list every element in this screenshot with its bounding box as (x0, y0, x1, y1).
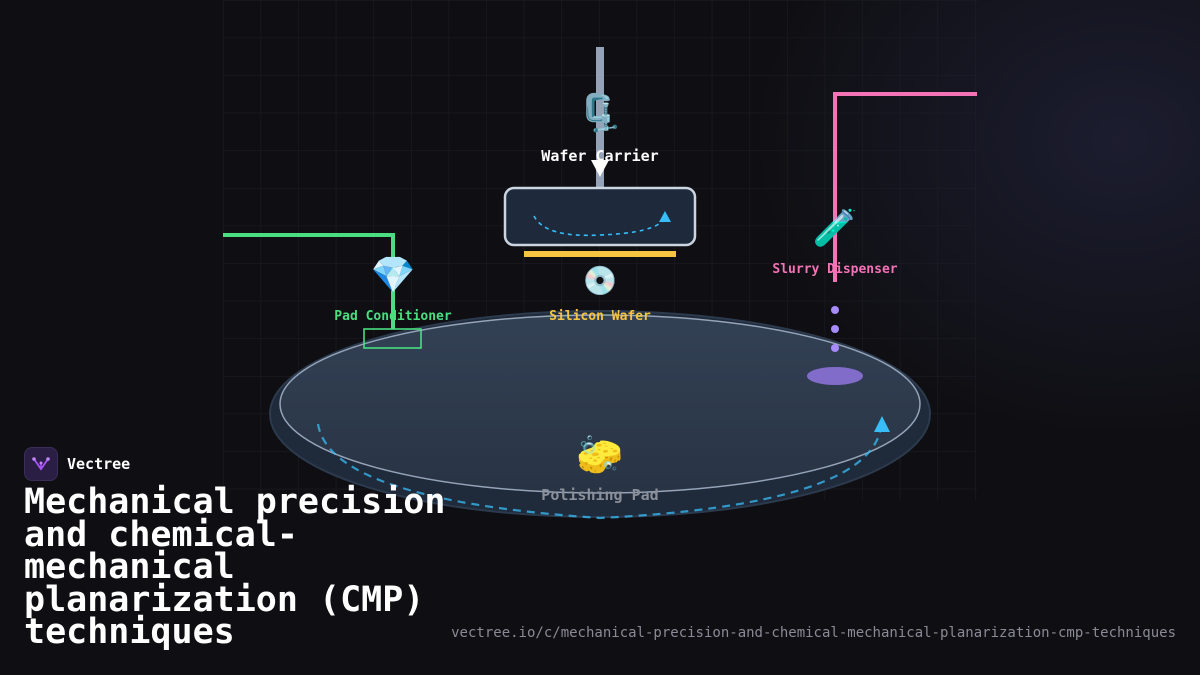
platen-rotation-arrow (316, 423, 882, 520)
platen-rotation-arrowhead (874, 416, 890, 432)
downforce-arrow (591, 160, 609, 177)
pad-conditioner-disk (363, 328, 422, 349)
clamp-icon: 🗜️ (577, 93, 623, 134)
slurry-drop (831, 306, 839, 314)
disc-icon: 💿 (582, 264, 618, 297)
polishing-pad-surface (279, 314, 921, 494)
slurry-puddle (807, 367, 863, 385)
wafer-carrier-label: Wafer Carrier (541, 147, 659, 165)
slurry-dispenser-label: Slurry Dispenser (772, 262, 898, 277)
test-tube-icon: 🧪 (812, 208, 858, 249)
slurry-supply-line (833, 92, 977, 282)
polishing-pad-label: Polishing Pad (541, 486, 659, 504)
brand-name: Vectree (67, 455, 131, 473)
silicon-wafer-bar (524, 251, 676, 257)
page-title: Mechanical precision and chemical-mechan… (24, 482, 446, 652)
sponge-icon: 🧽 (576, 433, 624, 477)
carrier-rotation-arrow (533, 215, 665, 237)
brand: Vectree (24, 447, 130, 481)
carrier-shaft (596, 47, 604, 189)
carrier-rotation-arrowhead (659, 211, 671, 222)
slurry-drop (831, 344, 839, 352)
pad-conditioner-label: Pad Conditioner (334, 309, 452, 324)
pad-conditioner-arm (223, 233, 395, 329)
diamond-icon: 💎 (370, 255, 416, 296)
vectree-logo-icon (24, 447, 58, 481)
page-url: vectree.io/c/mechanical-precision-and-ch… (451, 625, 1176, 641)
silicon-wafer-label: Silicon Wafer (549, 309, 651, 324)
slurry-drop (831, 325, 839, 333)
